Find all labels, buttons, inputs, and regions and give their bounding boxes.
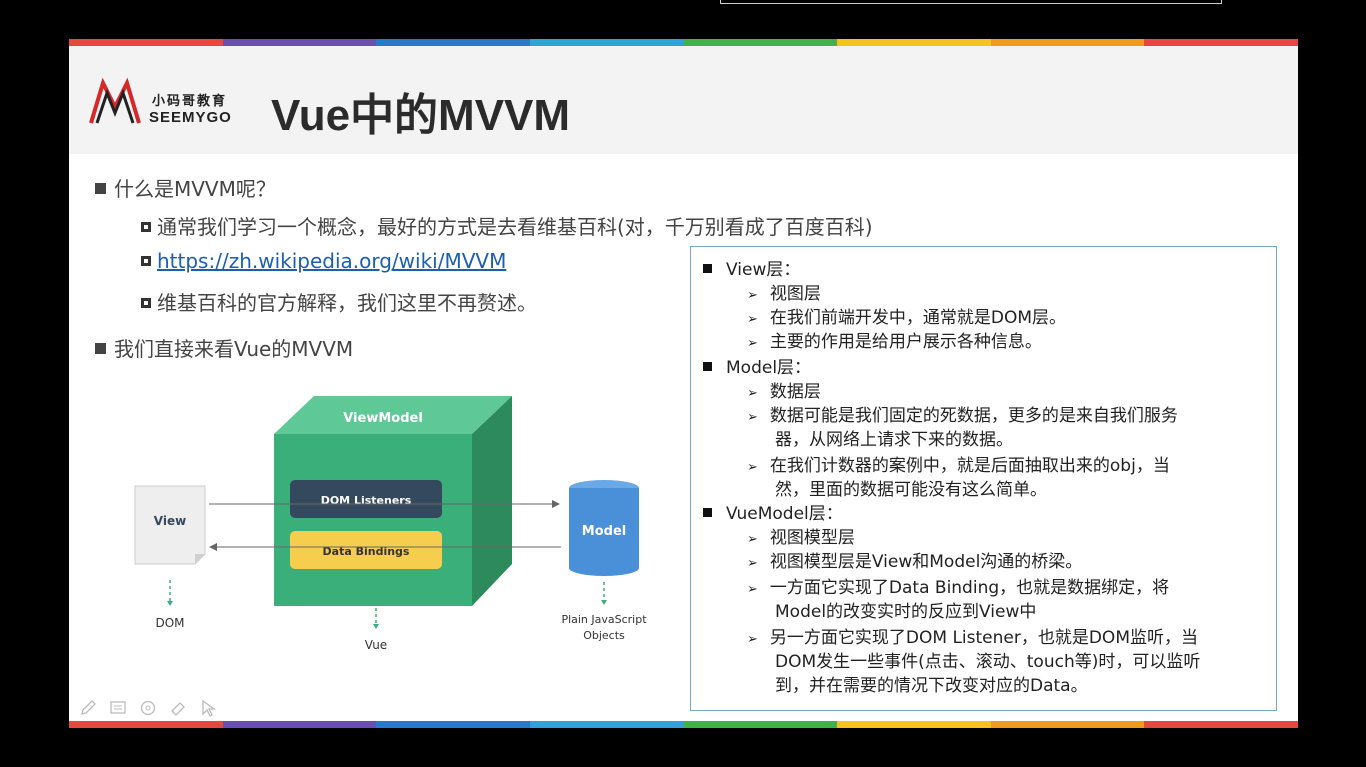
logo-mark-icon <box>89 77 141 124</box>
logo-english: SEEMYGO <box>149 109 232 126</box>
model-item-3-cont: 然，里面的数据可能没有这么简单。 <box>775 480 1047 500</box>
dom-listeners-label: DOM Listeners <box>321 494 412 507</box>
model-item-2-cont: 器，从网络上请求下来的数据。 <box>775 430 1013 450</box>
arrow-bullet-icon: ➢ <box>747 556 758 571</box>
hollow-square-icon <box>141 297 151 308</box>
vm-item-3-cont: Model的改变实时的反应到View中 <box>775 602 1037 622</box>
bullet-sub-link: https://zh.wikipedia.org/wiki/MVVM <box>141 249 506 273</box>
bullet-question: 什么是MVVM呢？ <box>95 173 276 202</box>
data-bindings-label: Data Bindings <box>323 545 410 558</box>
highlighter-icon[interactable] <box>169 699 187 717</box>
view-page-fold <box>195 554 205 564</box>
dom-listeners-box <box>290 480 442 518</box>
black-square-icon <box>703 508 712 517</box>
stripe-segment <box>837 39 991 46</box>
cube-side <box>472 396 512 606</box>
view-layer-heading: View层： <box>703 255 800 280</box>
vm-item-3: ➢一方面它实现了Data Binding，也就是数据绑定，将 <box>747 578 1170 598</box>
vm-layer-heading: VueModel层： <box>703 499 843 524</box>
mvvm-diagram: ViewModel DOM Listeners Data Bindings Vi… <box>134 396 647 652</box>
model-item-1: ➢数据层 <box>747 382 821 402</box>
vm-item-4: ➢另一方面它实现了DOM Listener，也就是DOM监听，当 <box>747 628 1198 648</box>
stripe-segment <box>376 721 530 728</box>
arrow-bullet-icon: ➢ <box>747 460 758 475</box>
arrow-bullet-icon: ➢ <box>747 336 758 351</box>
stripe-segment <box>222 721 377 728</box>
arrow-bullet-icon: ➢ <box>747 410 758 425</box>
model-item-3: ➢在我们计数器的案例中，就是后面抽取出来的obj，当 <box>747 456 1170 476</box>
arrow-bullet-icon: ➢ <box>747 312 758 327</box>
stripe-segment <box>1144 721 1298 728</box>
objects-label: Objects <box>583 629 625 642</box>
stripe-segment <box>69 39 223 46</box>
bottom-stripe <box>69 721 1298 728</box>
screen-icon[interactable] <box>109 699 127 717</box>
dom-label: DOM <box>155 616 184 630</box>
model-layer-heading: Model层： <box>703 353 811 378</box>
vm-item-4-cont-2: 到，并在需要的情况下改变对应的Data。 <box>775 676 1088 696</box>
dom-arrow-head <box>167 601 173 606</box>
mvvm-explanation-box: View层： ➢视图层 ➢在我们前端开发中，通常就是DOM层。 ➢主要的作用是给… <box>690 246 1277 711</box>
stripe-segment <box>837 721 991 728</box>
vue-label: Vue <box>365 638 387 652</box>
seemygo-logo: 小码哥教育 SEEMYGO <box>89 77 249 135</box>
pen-icon[interactable] <box>79 699 97 717</box>
black-square-icon <box>703 264 712 273</box>
bullet-question-2: 我们直接来看Vue的MVVM <box>95 333 353 362</box>
presentation-toolbar <box>79 699 217 717</box>
pointer-icon[interactable] <box>199 699 217 717</box>
stripe-segment <box>376 39 530 46</box>
view-label: View <box>154 514 186 528</box>
bullet-square-icon <box>95 343 106 354</box>
model-cylinder-body <box>569 488 639 568</box>
hollow-square-icon <box>141 255 151 266</box>
stripe-segment <box>222 39 377 46</box>
bullet-square-icon <box>95 183 106 194</box>
hollow-square-icon <box>141 221 151 232</box>
arrow-head-left <box>209 543 217 551</box>
view-item-2: ➢在我们前端开发中，通常就是DOM层。 <box>747 308 1067 328</box>
slide: 小码哥教育 SEEMYGO Vue中的MVVM 什么是MVVM呢？ 通常我们学习… <box>69 39 1298 728</box>
vm-item-1: ➢视图模型层 <box>747 528 855 548</box>
view-item-3: ➢主要的作用是给用户展示各种信息。 <box>747 332 1042 352</box>
model-arrow-head <box>601 600 607 605</box>
wikipedia-link[interactable]: https://zh.wikipedia.org/wiki/MVVM <box>157 249 507 273</box>
view-item-1: ➢视图层 <box>747 284 821 304</box>
data-bindings-box <box>290 531 442 569</box>
bullet-sub-3: 维基百科的官方解释，我们这里不再赘述。 <box>141 287 537 316</box>
vm-item-4-cont: DOM发生一些事件(点击、滚动、touch等)时，可以监听 <box>775 652 1201 672</box>
model-item-2: ➢数据可能是我们固定的死数据，更多的是来自我们服务 <box>747 406 1178 426</box>
window-frame <box>720 0 1222 4</box>
logo-chinese: 小码哥教育 <box>152 93 228 108</box>
arrow-bullet-icon: ➢ <box>747 288 758 303</box>
arrow-bullet-icon: ➢ <box>747 632 758 647</box>
black-square-icon <box>703 362 712 371</box>
arrow-bullet-icon: ➢ <box>747 582 758 597</box>
eraser-icon[interactable] <box>139 699 157 717</box>
stripe-segment <box>683 721 838 728</box>
vm-item-2: ➢视图模型层是View和Model沟通的桥梁。 <box>747 552 1083 572</box>
stripe-segment <box>683 39 838 46</box>
bullet-sub-1: 通常我们学习一个概念，最好的方式是去看维基百科(对，千万别看成了百度百科) <box>141 211 873 240</box>
cube-front <box>274 434 472 606</box>
viewmodel-label: ViewModel <box>343 411 423 426</box>
plain-js-label: Plain JavaScript <box>561 613 647 626</box>
stripe-segment <box>990 39 1145 46</box>
model-label: Model <box>582 524 626 539</box>
arrow-head-right <box>552 500 560 508</box>
arrow-bullet-icon: ➢ <box>747 532 758 547</box>
vue-arrow-head <box>373 624 379 629</box>
top-stripe <box>69 39 1298 46</box>
slide-header <box>69 46 1298 154</box>
stripe-segment <box>529 39 684 46</box>
slide-title: Vue中的MVVM <box>271 91 571 140</box>
model-cylinder-bottom <box>569 560 639 576</box>
stripe-segment <box>69 721 223 728</box>
cube-top <box>274 396 512 434</box>
stripe-segment <box>529 721 684 728</box>
arrow-bullet-icon: ➢ <box>747 386 758 401</box>
stripe-segment <box>1144 39 1298 46</box>
stripe-segment <box>990 721 1145 728</box>
